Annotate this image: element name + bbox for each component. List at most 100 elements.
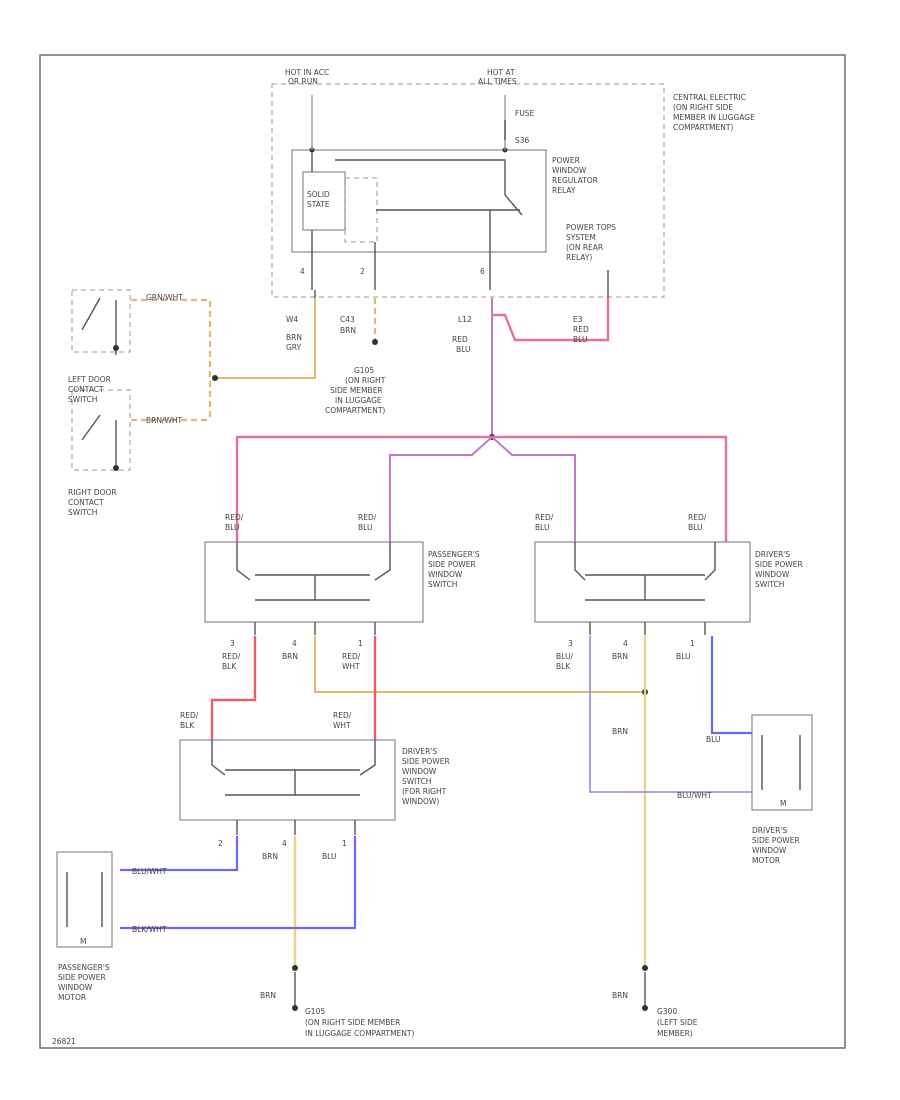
svg-text:G105: G105 bbox=[354, 366, 374, 375]
svg-text:4: 4 bbox=[282, 839, 287, 848]
svg-text:RED/: RED/ bbox=[535, 513, 554, 522]
svg-text:WINDOW: WINDOW bbox=[402, 767, 437, 776]
driver-motor-box bbox=[751, 714, 813, 811]
svg-text:BLU/WHT: BLU/WHT bbox=[132, 867, 167, 876]
svg-text:SYSTEM: SYSTEM bbox=[566, 233, 596, 242]
passenger-switch-box bbox=[204, 541, 424, 623]
diagram-frame bbox=[39, 54, 846, 1049]
svg-text:PASSENGER'S: PASSENGER'S bbox=[58, 963, 110, 972]
label-grn-wht: GRN/WHT bbox=[146, 293, 183, 302]
svg-text:BLU: BLU bbox=[225, 523, 239, 532]
svg-text:BRN: BRN bbox=[282, 652, 298, 661]
label-passenger-motor: PASSENGER'S SIDE POWER WINDOW MOTOR bbox=[58, 963, 110, 1002]
svg-text:WINDOW: WINDOW bbox=[58, 983, 93, 992]
svg-text:C43: C43 bbox=[340, 315, 355, 324]
svg-text:(ON RIGHT: (ON RIGHT bbox=[345, 376, 386, 385]
svg-text:RED/: RED/ bbox=[225, 513, 244, 522]
label-blu: BLU bbox=[706, 735, 720, 744]
svg-text:RED: RED bbox=[573, 325, 589, 334]
left-door-switch bbox=[71, 289, 131, 353]
svg-text:3: 3 bbox=[230, 639, 235, 648]
svg-text:BLK: BLK bbox=[222, 662, 237, 671]
label-d-pin1: 1 BLU bbox=[676, 639, 695, 661]
driver-switch-box bbox=[534, 541, 751, 623]
svg-text:CENTRAL ELECTRIC: CENTRAL ELECTRIC bbox=[673, 93, 746, 102]
svg-text:(ON REAR: (ON REAR bbox=[566, 243, 603, 252]
svg-text:RED/: RED/ bbox=[342, 652, 361, 661]
label-hot-acc: HOT IN ACC OR RUN bbox=[285, 68, 329, 86]
svg-text:WINDOW: WINDOW bbox=[428, 570, 463, 579]
svg-text:SOLID: SOLID bbox=[307, 190, 330, 199]
svg-text:SIDE POWER: SIDE POWER bbox=[752, 836, 800, 845]
label-wire-c43: C43 BRN bbox=[340, 315, 356, 335]
svg-text:WINDOW: WINDOW bbox=[552, 166, 587, 175]
svg-text:SIDE POWER: SIDE POWER bbox=[755, 560, 803, 569]
svg-text:SIDE MEMBER: SIDE MEMBER bbox=[330, 386, 383, 395]
svg-text:RED/: RED/ bbox=[358, 513, 377, 522]
svg-text:1: 1 bbox=[358, 639, 363, 648]
svg-text:HOT AT: HOT AT bbox=[487, 68, 515, 77]
label-brn-wht: BRN/WHT bbox=[146, 416, 183, 425]
rear-switch-box bbox=[179, 739, 396, 821]
svg-text:BRN: BRN bbox=[262, 852, 278, 861]
label-wire-e3: E3 RED BLU bbox=[573, 315, 589, 344]
svg-text:3: 3 bbox=[568, 639, 573, 648]
svg-text:WINDOW: WINDOW bbox=[752, 846, 787, 855]
svg-text:WHT: WHT bbox=[333, 721, 351, 730]
label-g105-bottom: G105 (ON RIGHT SIDE MEMBER IN LUGGAGE CO… bbox=[305, 1007, 414, 1038]
svg-text:CONTACT: CONTACT bbox=[68, 498, 104, 507]
label-relay: POWER WINDOW REGULATOR RELAY bbox=[552, 156, 598, 195]
svg-text:WINDOW: WINDOW bbox=[755, 570, 790, 579]
label-red-blk-top: RED/ BLK bbox=[180, 711, 199, 730]
svg-text:BRN: BRN bbox=[340, 326, 356, 335]
svg-text:RED/: RED/ bbox=[688, 513, 707, 522]
svg-text:W4: W4 bbox=[286, 315, 298, 324]
svg-text:BLU: BLU bbox=[456, 345, 470, 354]
label-blk-wht: BLK/WHT bbox=[132, 925, 167, 934]
svg-text:REGULATOR: REGULATOR bbox=[552, 176, 598, 185]
label-passenger-switch: PASSENGER'S SIDE POWER WINDOW SWITCH bbox=[428, 550, 480, 589]
label-red-blu-1: RED/ BLU bbox=[225, 513, 244, 532]
label-power-tops: POWER TOPS SYSTEM (ON REAR RELAY) bbox=[566, 223, 616, 262]
label-brn-bottom-left: BRN bbox=[260, 991, 276, 1000]
svg-text:BLK: BLK bbox=[180, 721, 195, 730]
svg-text:COMPARTMENT): COMPARTMENT) bbox=[673, 123, 733, 132]
label-pin-4: 4 bbox=[300, 267, 305, 276]
solid-state-block bbox=[302, 171, 346, 231]
svg-text:BLU: BLU bbox=[322, 852, 336, 861]
svg-text:G105: G105 bbox=[305, 1007, 325, 1016]
svg-text:CONTACT: CONTACT bbox=[68, 385, 104, 394]
svg-text:ALL TIMES: ALL TIMES bbox=[478, 77, 517, 86]
label-d-pin4: 4 BRN bbox=[612, 639, 628, 661]
svg-text:1: 1 bbox=[690, 639, 695, 648]
svg-text:IN LUGGAGE COMPARTMENT): IN LUGGAGE COMPARTMENT) bbox=[305, 1029, 414, 1038]
svg-text:BLU: BLU bbox=[676, 652, 690, 661]
svg-text:RED/: RED/ bbox=[180, 711, 199, 720]
svg-text:SWITCH: SWITCH bbox=[428, 580, 457, 589]
label-p-pin3: 3 RED/ BLK bbox=[222, 639, 241, 671]
label-pin-2: 2 bbox=[360, 267, 365, 276]
svg-text:RELAY): RELAY) bbox=[566, 253, 592, 262]
label-blu-wht: BLU/WHT bbox=[677, 791, 712, 800]
svg-text:(LEFT SIDE: (LEFT SIDE bbox=[657, 1018, 698, 1027]
label-pass-motor-m: M bbox=[80, 937, 86, 946]
svg-text:1: 1 bbox=[342, 839, 347, 848]
label-wire-w4: W4 BRN GRY bbox=[286, 315, 302, 352]
label-r-pin2: 2 BLU/WHT bbox=[132, 839, 223, 876]
label-r-pin1: 1 BLU bbox=[322, 839, 347, 861]
svg-text:4: 4 bbox=[623, 639, 628, 648]
label-g300: G300 (LEFT SIDE MEMBER) bbox=[657, 1007, 698, 1038]
diagram-id: 26821 bbox=[52, 1037, 76, 1046]
svg-text:COMPARTMENT): COMPARTMENT) bbox=[325, 406, 385, 415]
svg-text:OR RUN: OR RUN bbox=[288, 77, 318, 86]
svg-text:RED/: RED/ bbox=[333, 711, 352, 720]
label-d-pin3: 3 BLU/ BLK bbox=[556, 639, 573, 671]
svg-text:DRIVER'S: DRIVER'S bbox=[755, 550, 790, 559]
svg-text:DRIVER'S: DRIVER'S bbox=[402, 747, 437, 756]
svg-text:L12: L12 bbox=[458, 315, 472, 324]
svg-text:SWITCH: SWITCH bbox=[68, 508, 97, 517]
svg-text:DRIVER'S: DRIVER'S bbox=[752, 826, 787, 835]
svg-text:(FOR RIGHT: (FOR RIGHT bbox=[402, 787, 447, 796]
svg-text:(ON RIGHT SIDE: (ON RIGHT SIDE bbox=[673, 103, 733, 112]
